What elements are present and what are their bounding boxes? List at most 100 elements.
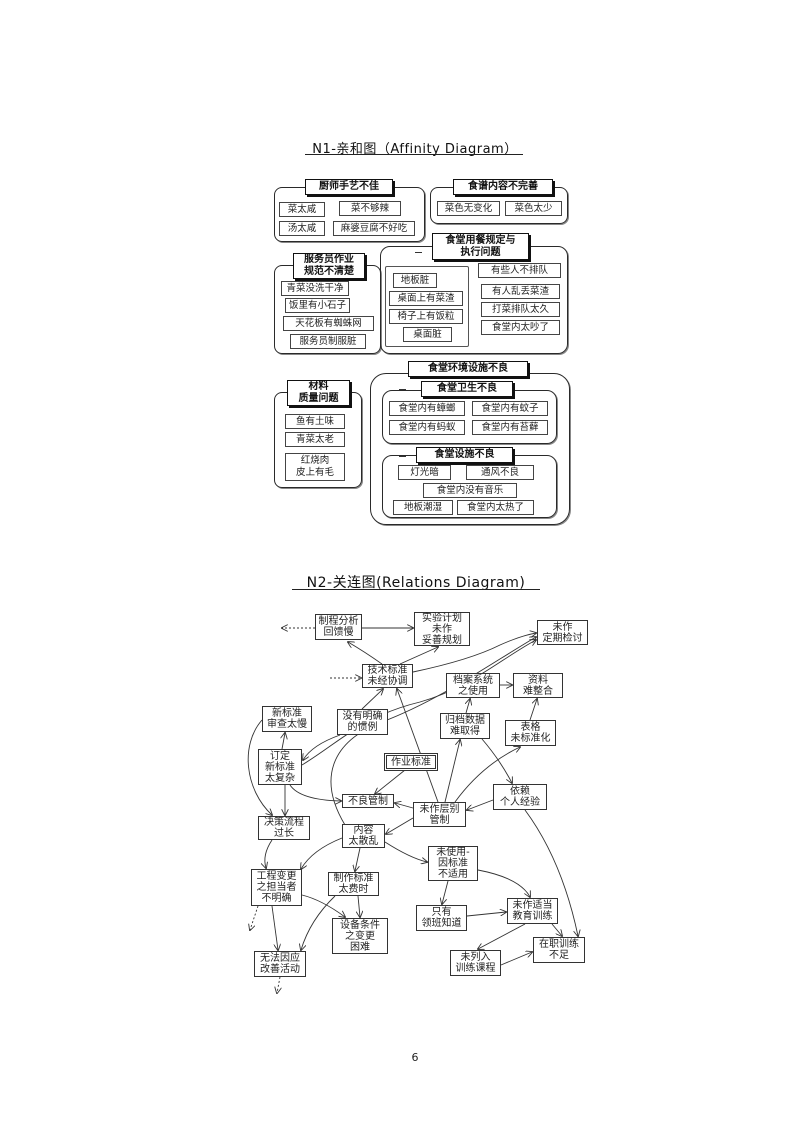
node-regular-review: 未作 定期检讨: [537, 620, 588, 645]
group-hygiene-header: 食堂卫生不良: [421, 381, 513, 397]
node-education-training: 未作适当 教育训练: [507, 898, 558, 924]
affinity-item: 地板潮湿: [393, 500, 453, 515]
group-rules-header: 食堂用餐规定与 执行问题: [432, 233, 529, 260]
node-ojt-insufficient: 在职训练 不足: [533, 937, 585, 963]
arrow-layer-to-retrieve: [444, 740, 460, 803]
affinity-item: 服务员制服脏: [290, 334, 366, 349]
arrow-content-to-make: [355, 847, 361, 871]
affinity-item: 桌面上有菜渣: [389, 291, 463, 306]
affinity-item: 通风不良: [466, 465, 534, 480]
node-content-scattered: 内容 太散乱: [342, 824, 385, 848]
affinity-item: 打菜排队太久: [481, 302, 560, 317]
arrow-depend-to-ojt: [524, 809, 578, 936]
affinity-item: 菜不够辣: [339, 201, 401, 216]
arrow-define-to-defect: [289, 784, 341, 801]
node-new-standard-review: 新标准 审查太慢: [262, 706, 312, 732]
node-personal-experience: 依赖 个人经验: [493, 784, 547, 810]
affinity-item: 食堂内有苔藓: [472, 420, 548, 435]
group-rules-dash: [415, 252, 422, 253]
affinity-item: 汤太咸: [279, 221, 325, 236]
arrow-define-to-newreview: [282, 733, 285, 750]
affinity-item: 食堂内太热了: [457, 500, 534, 515]
arrow-convention-to-define: [303, 734, 341, 760]
arrow-layer-to-content: [386, 817, 414, 834]
arrow-decision-to-engineering: [265, 839, 273, 868]
affinity-item: 食堂内没有音乐: [423, 483, 517, 498]
arrow-unused-to-training: [477, 869, 530, 897]
arrow-tech-to-experiment: [399, 647, 438, 665]
affinity-title: N1-亲和图（Affinity Diagram）: [312, 142, 518, 157]
affinity-item: 有人乱丢菜渣: [481, 284, 560, 299]
node-equipment-change: 设备条件 之变更 困难: [332, 918, 388, 954]
arrow-depend-to-layer: [467, 799, 494, 810]
affinity-item: 鱼有土味: [285, 414, 345, 429]
node-decision-process: 决策流程 过长: [258, 816, 310, 840]
arrow-layer-to-defect: [395, 803, 414, 809]
node-define-standard: 订定 新标准 太复杂: [258, 749, 302, 785]
arrow-layer-to-tech: [397, 689, 439, 803]
node-no-convention: 没有明确 的惯例: [337, 709, 388, 735]
arrow-make-to-respond: [301, 895, 336, 950]
affinity-item: 菜太咸: [279, 202, 325, 217]
node-make-standard: 制作标准 太费时: [328, 872, 379, 896]
arrow-convention-to-tech: [361, 689, 383, 710]
affinity-item: 食堂内有蚂蚁: [389, 420, 465, 435]
affinity-item: 菜色无变化: [437, 201, 500, 216]
affinity-item: 菜色太少: [505, 201, 562, 216]
node-engineering-change: 工程变更 之担当者 不明确: [251, 869, 302, 906]
affinity-item: 青菜太老: [285, 432, 345, 447]
group-environment-header: 食堂环境设施不良: [408, 361, 528, 377]
group-facilities-dash: [399, 456, 406, 457]
arrow-form-to-data: [529, 699, 537, 721]
affinity-item: 食堂内有蟑螂: [389, 401, 465, 416]
relations-title: N2-关连图(Relations Diagram): [306, 575, 526, 591]
arrow-engineering-to-respond: [271, 905, 278, 950]
arrow-tech-to-process: [348, 642, 383, 665]
group-rules-middle-outline: [385, 266, 469, 347]
group-service-header: 服务员作业 规范不清楚: [293, 253, 365, 279]
node-form-standard: 表格 未标准化: [505, 720, 556, 746]
affinity-item: 食堂内太吵了: [481, 320, 560, 335]
arrow-tech-to-review: [412, 633, 536, 673]
affinity-item: 桌面脏: [403, 327, 452, 342]
arrow-engineering-out: [250, 905, 259, 930]
node-defect-control: 不良管制: [342, 794, 394, 808]
node-tech-standard: 技术标准 未经协调: [362, 664, 413, 688]
arrow-training-to-ojt: [551, 923, 562, 936]
arrow-define-to-review: [301, 640, 536, 766]
arrow-newreview-to-decision: [247, 719, 272, 815]
affinity-item: 有些人不排队: [478, 263, 561, 278]
node-process-feedback: 制程分析 回馈慢: [315, 614, 362, 640]
arrow-unused-to-foreman: [442, 880, 449, 904]
arrow-retrieve-to-archive: [466, 699, 470, 714]
arrow-content-to-unused: [384, 841, 427, 862]
group-menu-header: 食谱内容不完善: [453, 179, 553, 195]
node-archive-retrieval: 归档数据 难取得: [440, 713, 490, 739]
affinity-item: 麻婆豆腐不好吃: [333, 221, 415, 236]
node-layer-control: 未作层别 管制: [413, 802, 466, 827]
affinity-item: 青菜没洗干净: [281, 281, 349, 296]
node-archive-system: 档案系统 之使用: [446, 673, 500, 698]
node-improvement-activity: 无法因应 改善活动: [254, 951, 306, 977]
node-operation-standard: 作业标准: [384, 753, 438, 771]
affinity-item: 饭里有小石子: [285, 298, 350, 313]
arrow-respond-out: [277, 976, 280, 993]
arrow-foreman-to-training: [466, 912, 506, 917]
arrow-training-to-notlisted: [478, 923, 526, 949]
node-training-course: 未列入 训练课程: [450, 950, 501, 976]
group-facilities-header: 食堂设施不良: [416, 447, 513, 463]
affinity-item: 灯光暗: [398, 465, 451, 480]
arrow-opstd-to-defect: [375, 769, 406, 794]
group-materials-header: 材料 质量问题: [287, 380, 350, 406]
arrow-engineering-to-equipment: [301, 894, 345, 917]
relations-title-underline: [292, 589, 540, 590]
arrow-content-to-engineering: [301, 837, 343, 869]
node-data-integration: 资料 难整合: [513, 673, 563, 698]
page-number: 6: [411, 1051, 419, 1064]
affinity-item: 红烧肉 皮上有毛: [285, 453, 345, 481]
affinity-item: 食堂内有蚊子: [472, 401, 548, 416]
arrow-notlisted-to-ojt: [500, 952, 532, 966]
arrow-layer-to-form: [454, 747, 520, 803]
